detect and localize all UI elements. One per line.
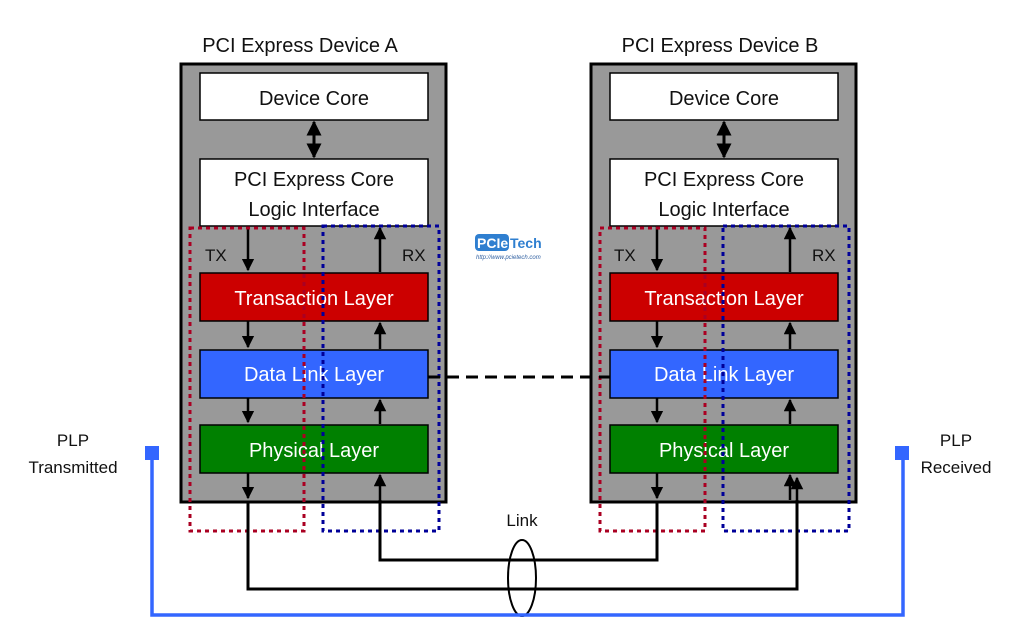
device-b-tx-label: TX (614, 246, 636, 265)
plp-received-label-2: Received (921, 458, 992, 477)
device-a-data-link-label: Data Link Layer (244, 364, 384, 386)
device-b-logic-label-2: Logic Interface (658, 199, 789, 221)
plp-transmit-marker (145, 446, 159, 460)
device-b-core-label: Device Core (669, 88, 779, 110)
device-a-title: PCI Express Device A (202, 35, 398, 57)
device-b-rx-label: RX (812, 246, 836, 265)
device-b: PCI Express Device B Device Core PCI Exp… (589, 35, 858, 533)
device-a-tx-outline (188, 226, 306, 533)
device-a-logic-label-1: PCI Express Core (234, 169, 394, 191)
link-wire-b-to-a (378, 500, 659, 562)
device-a-core-label: Device Core (259, 88, 369, 110)
logo-text-pcie: PCIe (477, 235, 508, 251)
device-b-core-box (609, 72, 839, 121)
link-bundle-ellipse (507, 539, 537, 617)
device-a-rx-label: RX (402, 246, 426, 265)
link-label: Link (506, 511, 538, 530)
device-b-logic-label-1: PCI Express Core (644, 169, 804, 191)
device-b-logic-box (609, 158, 839, 227)
device-a-logic-label-2: Logic Interface (248, 199, 379, 221)
device-b-physical-label: Physical Layer (659, 440, 789, 462)
plp-path (150, 451, 905, 617)
plp-transmitted-label-1: PLP (57, 431, 89, 450)
device-b-physical-layer (609, 424, 839, 474)
device-a: PCI Express Device A Device Core PCI Exp… (179, 35, 448, 533)
device-b-transaction-label: Transaction Layer (644, 288, 804, 310)
logo-url: http://www.pcietech.com (476, 255, 541, 261)
device-a-data-link-layer (199, 349, 429, 399)
device-b-transaction-layer (609, 272, 839, 322)
logo-text-tech: Tech (510, 235, 542, 251)
plp-received-label-1: PLP (940, 431, 972, 450)
pcietech-logo: PCIe Tech http://www.pcietech.com (475, 234, 542, 261)
device-a-physical-label: Physical Layer (249, 440, 379, 462)
device-b-rx-outline (721, 224, 851, 533)
device-a-core-box (199, 72, 429, 121)
device-a-transaction-layer (199, 272, 429, 322)
plp-receive-marker (895, 446, 909, 460)
device-a-tx-label: TX (205, 246, 227, 265)
link-wire-a-to-b (246, 500, 799, 591)
device-a-physical-layer (199, 424, 429, 474)
device-b-tx-outline (598, 226, 707, 533)
logo-badge (475, 234, 509, 251)
device-a-transaction-label: Transaction Layer (234, 288, 394, 310)
device-a-logic-box (199, 158, 429, 227)
plp-transmitted-label-2: Transmitted (28, 458, 117, 477)
device-b-title: PCI Express Device B (622, 35, 819, 57)
